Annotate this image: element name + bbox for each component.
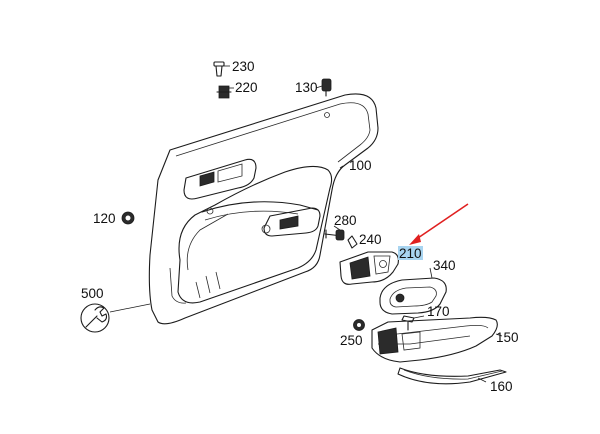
leader-line bbox=[315, 85, 323, 89]
callout-130[interactable]: 130 bbox=[295, 80, 318, 95]
screw-280-part[interactable] bbox=[324, 229, 345, 241]
door-panel-part[interactable] bbox=[148, 93, 379, 325]
trim-340-part[interactable] bbox=[379, 277, 447, 315]
button-120-part[interactable] bbox=[121, 211, 135, 225]
clip-220-part[interactable] bbox=[216, 85, 232, 99]
plug-130-part[interactable] bbox=[321, 78, 332, 97]
clip-170-part[interactable] bbox=[401, 315, 415, 331]
callout-220[interactable]: 220 bbox=[235, 80, 258, 95]
highlight-box bbox=[398, 246, 423, 260]
callout-250[interactable]: 250 bbox=[340, 333, 363, 348]
callout-100[interactable]: 100 bbox=[349, 158, 372, 173]
clip-230-part[interactable] bbox=[213, 61, 225, 77]
callout-280[interactable]: 280 bbox=[334, 213, 357, 228]
wrench-icon bbox=[80, 303, 110, 333]
callout-150[interactable]: 150 bbox=[496, 330, 519, 345]
leader-line bbox=[495, 333, 503, 337]
callout-170[interactable]: 170 bbox=[427, 304, 450, 319]
leader-line bbox=[413, 315, 425, 319]
callout-340[interactable]: 340 bbox=[433, 258, 456, 273]
strip-160-part[interactable] bbox=[397, 367, 507, 385]
leader-line bbox=[109, 303, 151, 313]
clip-240-part[interactable] bbox=[347, 235, 358, 249]
bezel-210-part[interactable] bbox=[339, 251, 399, 285]
callout-160[interactable]: 160 bbox=[490, 379, 513, 394]
leader-line bbox=[429, 267, 433, 279]
leader-line bbox=[339, 165, 344, 169]
callout-120[interactable]: 120 bbox=[93, 211, 116, 226]
callout-230[interactable]: 230 bbox=[232, 59, 255, 74]
grommet-250-part[interactable] bbox=[353, 319, 365, 331]
callout-210[interactable]: 210 bbox=[399, 246, 422, 261]
callout-240[interactable]: 240 bbox=[359, 232, 382, 247]
leader-line bbox=[333, 225, 341, 231]
highlight-arrow-icon bbox=[409, 203, 469, 245]
armrest-trim-150-part[interactable] bbox=[371, 316, 498, 363]
leader-line bbox=[477, 377, 487, 383]
callout-500[interactable]: 500 bbox=[81, 286, 104, 301]
